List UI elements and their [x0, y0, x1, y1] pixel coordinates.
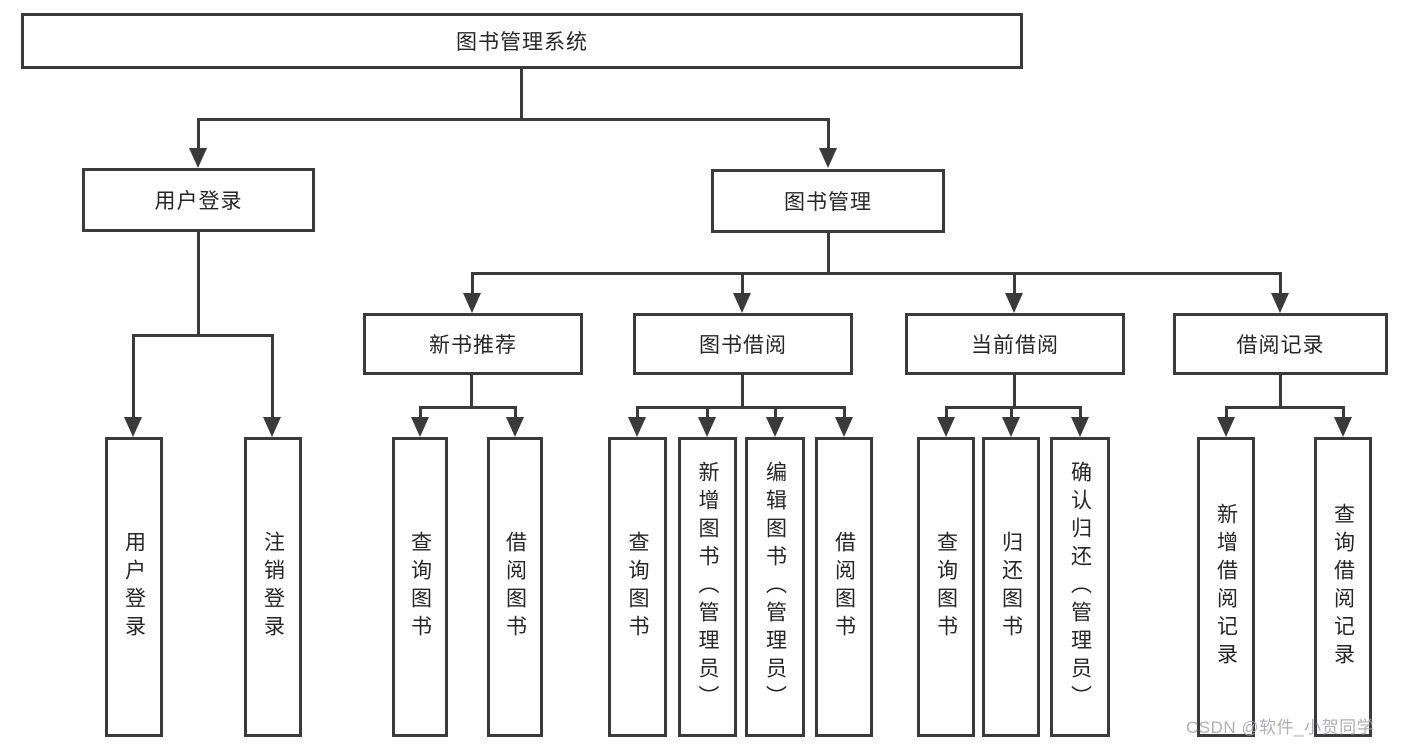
- connector-line: [471, 272, 1282, 275]
- node-label: 新增图书（管理员）: [696, 461, 719, 713]
- arrow-down-icon: [506, 417, 524, 437]
- leaf-return-books: 归还图书: [982, 437, 1040, 737]
- connector-line: [1225, 406, 1345, 409]
- arrow-down-icon: [628, 417, 646, 437]
- connector-line: [945, 406, 1082, 409]
- connector-line: [470, 375, 473, 408]
- arrow-down-icon: [189, 148, 207, 168]
- node-label: 借阅图书: [503, 531, 527, 643]
- node-new-book-recommend: 新书推荐: [363, 313, 583, 375]
- arrow-down-icon: [1271, 293, 1289, 313]
- arrow-down-icon: [937, 417, 955, 437]
- arrow-down-icon: [766, 417, 784, 437]
- arrow-down-icon: [698, 417, 716, 437]
- node-label: 当前借阅: [971, 334, 1059, 357]
- node-label: 查询图书: [934, 531, 958, 643]
- arrow-down-icon: [1334, 417, 1352, 437]
- node-label: 用户登录: [122, 531, 146, 643]
- leaf-add-book-admin: 新增图书（管理员）: [678, 437, 737, 737]
- node-label: 归还图书: [999, 531, 1023, 643]
- connector-line: [197, 232, 200, 336]
- connector-line: [419, 406, 517, 409]
- arrow-down-icon: [1217, 417, 1235, 437]
- leaf-confirm-return-admin: 确认归还（管理员）: [1050, 437, 1110, 737]
- node-root-system: 图书管理系统: [21, 13, 1023, 69]
- arrow-down-icon: [1071, 417, 1089, 437]
- connector-line: [1342, 406, 1345, 423]
- node-label: 查询图书: [408, 531, 432, 643]
- node-label: 新增借阅记录: [1214, 503, 1238, 671]
- connector-line: [197, 118, 830, 121]
- connector-line: [1010, 406, 1013, 423]
- connector-line: [706, 406, 709, 423]
- connector-line: [827, 118, 830, 154]
- arrow-down-icon: [263, 417, 281, 437]
- connector-line: [197, 118, 200, 154]
- arrow-down-icon: [819, 148, 837, 168]
- connector-line: [132, 334, 274, 337]
- connector-line: [271, 334, 274, 419]
- watermark: CSDN @软件_小贺同学: [1186, 718, 1375, 737]
- arrow-down-icon: [733, 293, 751, 313]
- node-label: 图书管理系统: [456, 31, 588, 54]
- connector-line: [514, 406, 517, 423]
- arrow-down-icon: [411, 417, 429, 437]
- node-label: 图书管理: [784, 191, 872, 214]
- connector-line: [774, 406, 777, 423]
- connector-line: [843, 406, 846, 423]
- leaf-add-borrow-record: 新增借阅记录: [1197, 437, 1255, 737]
- leaf-query-borrow-record: 查询借阅记录: [1314, 437, 1372, 737]
- leaf-query-books-recommend: 查询图书: [392, 437, 448, 737]
- connector-line: [1079, 406, 1082, 423]
- node-current-borrowing: 当前借阅: [905, 313, 1125, 375]
- connector-line: [636, 406, 846, 409]
- node-book-management: 图书管理: [711, 169, 945, 233]
- connector-line: [1279, 375, 1282, 408]
- leaf-query-books-borrowing: 查询图书: [608, 437, 667, 737]
- node-label: 借阅图书: [832, 531, 856, 643]
- node-label: 查询借阅记录: [1331, 503, 1355, 671]
- connector-line: [1225, 406, 1228, 423]
- leaf-user-login: 用户登录: [105, 437, 163, 737]
- node-label: 借阅记录: [1236, 334, 1325, 357]
- connector-line: [636, 406, 639, 423]
- connector-line: [741, 375, 744, 408]
- connector-line: [419, 406, 422, 423]
- arrow-down-icon: [1005, 293, 1023, 313]
- node-label: 查询图书: [626, 531, 649, 643]
- connector-line: [945, 406, 948, 423]
- connector-line: [1279, 272, 1282, 299]
- leaf-query-books-current: 查询图书: [917, 437, 975, 737]
- node-label: 新书推荐: [429, 334, 517, 357]
- node-label: 图书借阅: [699, 334, 787, 357]
- leaf-edit-book-admin: 编辑图书（管理员）: [745, 437, 805, 737]
- connector-line: [1013, 272, 1016, 299]
- node-label: 注销登录: [261, 531, 285, 643]
- connector-line: [471, 272, 474, 299]
- node-book-borrowing: 图书借阅: [633, 313, 853, 375]
- arrow-down-icon: [124, 417, 142, 437]
- arrow-down-icon: [1002, 417, 1020, 437]
- connector-line: [520, 69, 523, 120]
- arrow-down-icon: [835, 417, 853, 437]
- leaf-borrow-books-borrowing: 借阅图书: [815, 437, 873, 737]
- node-label: 用户登录: [154, 190, 243, 213]
- connector-line: [1013, 375, 1016, 408]
- node-label: 确认归还（管理员）: [1068, 461, 1092, 713]
- node-user-login: 用户登录: [82, 168, 315, 232]
- connector-line: [132, 334, 135, 419]
- node-label: 编辑图书（管理员）: [763, 461, 787, 713]
- leaf-logout: 注销登录: [244, 437, 302, 737]
- leaf-borrow-books-recommend: 借阅图书: [487, 437, 543, 737]
- node-borrowing-records: 借阅记录: [1173, 313, 1388, 375]
- connector-line: [827, 233, 830, 274]
- connector-line: [741, 272, 744, 299]
- arrow-down-icon: [463, 293, 481, 313]
